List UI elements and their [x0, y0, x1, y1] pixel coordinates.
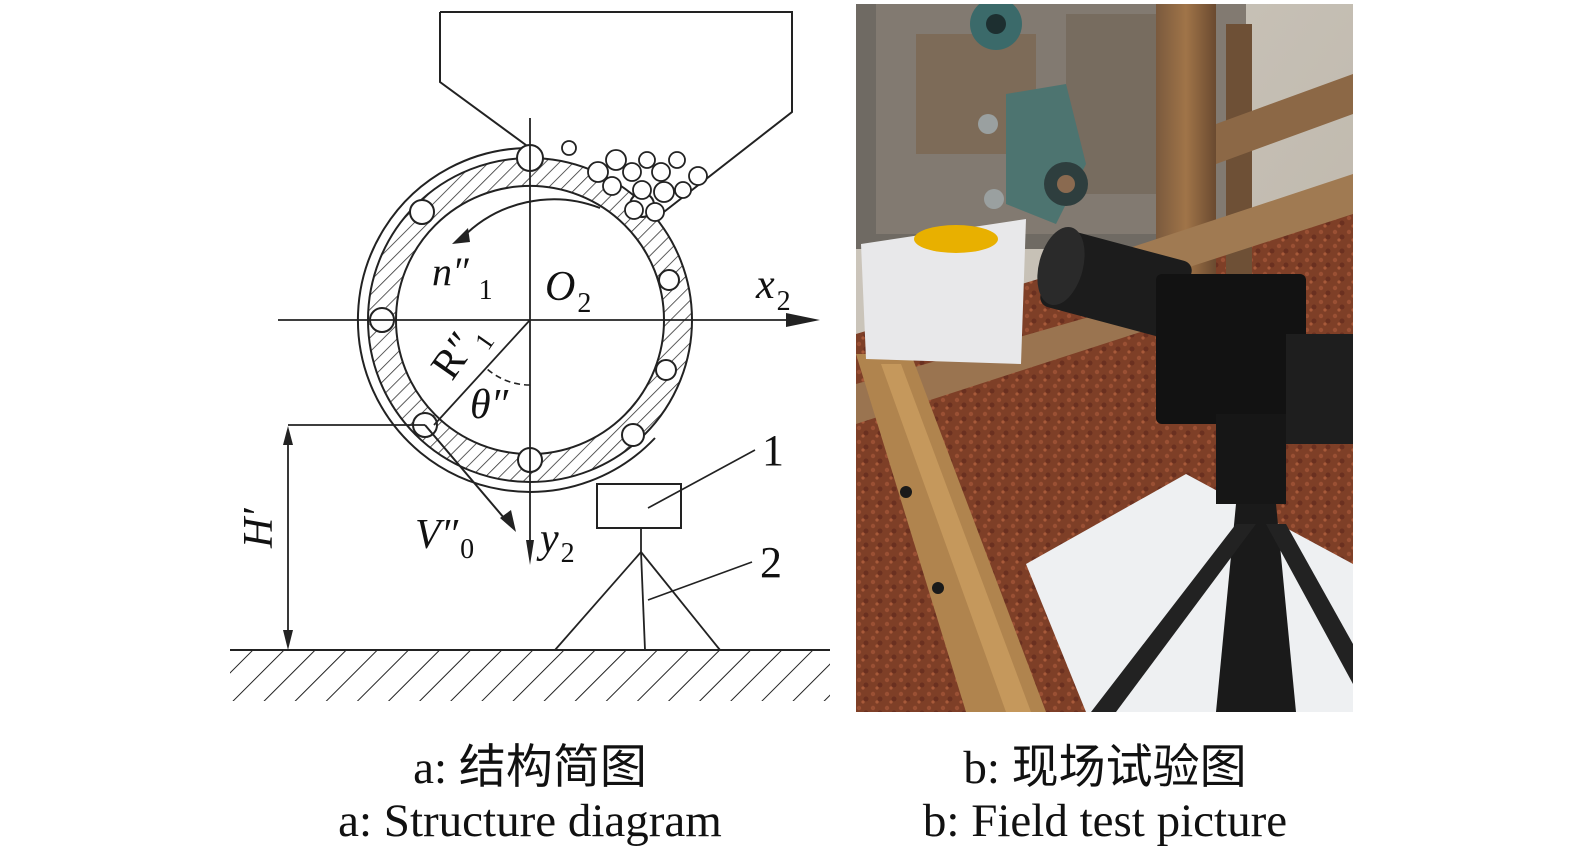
- label-o: O2: [545, 264, 591, 319]
- label-part-1: 1: [762, 426, 784, 475]
- ground-hatching: [230, 651, 830, 701]
- label-n: n″1: [432, 249, 493, 306]
- structure-diagram: n″1 O2 x2 R″1 θ″ H′ V″0 y2 1 2: [230, 11, 830, 701]
- height-dimension: [287, 424, 425, 640]
- caption-a-english: a: Structure diagram: [338, 795, 722, 847]
- height-arrow-bottom: [283, 630, 293, 650]
- y-axis-arrowhead: [526, 540, 534, 565]
- rotation-arrowhead: [452, 228, 470, 244]
- camera-box: [596, 483, 682, 529]
- label-y: y2: [536, 516, 575, 569]
- height-arrow-top: [283, 426, 293, 445]
- label-theta: θ″: [470, 382, 509, 428]
- label-part-2: 2: [760, 538, 782, 587]
- velocity-line: [424, 424, 511, 526]
- theta-arc: [485, 367, 531, 386]
- radius-line: [433, 319, 531, 426]
- rotation-arrow: [461, 198, 601, 239]
- guard-shell: [356, 147, 656, 493]
- label-v: V″0: [415, 512, 474, 565]
- label-h: H′: [236, 508, 282, 549]
- tripod: [554, 528, 721, 651]
- field-test-photo: [856, 4, 1353, 712]
- x-axis-arrowhead: [786, 313, 820, 327]
- label-x: x2: [755, 262, 791, 317]
- seed-hopper: [439, 11, 793, 216]
- label-r: R″1: [423, 313, 501, 392]
- seed-pile: [561, 140, 708, 222]
- velocity-arrowhead: [500, 510, 516, 532]
- caption-b-english: b: Field test picture: [922, 795, 1288, 847]
- caption-a-chinese: a: 结构简图: [413, 742, 647, 794]
- leader-lines: [647, 449, 756, 601]
- axes: [278, 118, 800, 545]
- caption-b-chinese: b: 现场试验图: [963, 742, 1247, 794]
